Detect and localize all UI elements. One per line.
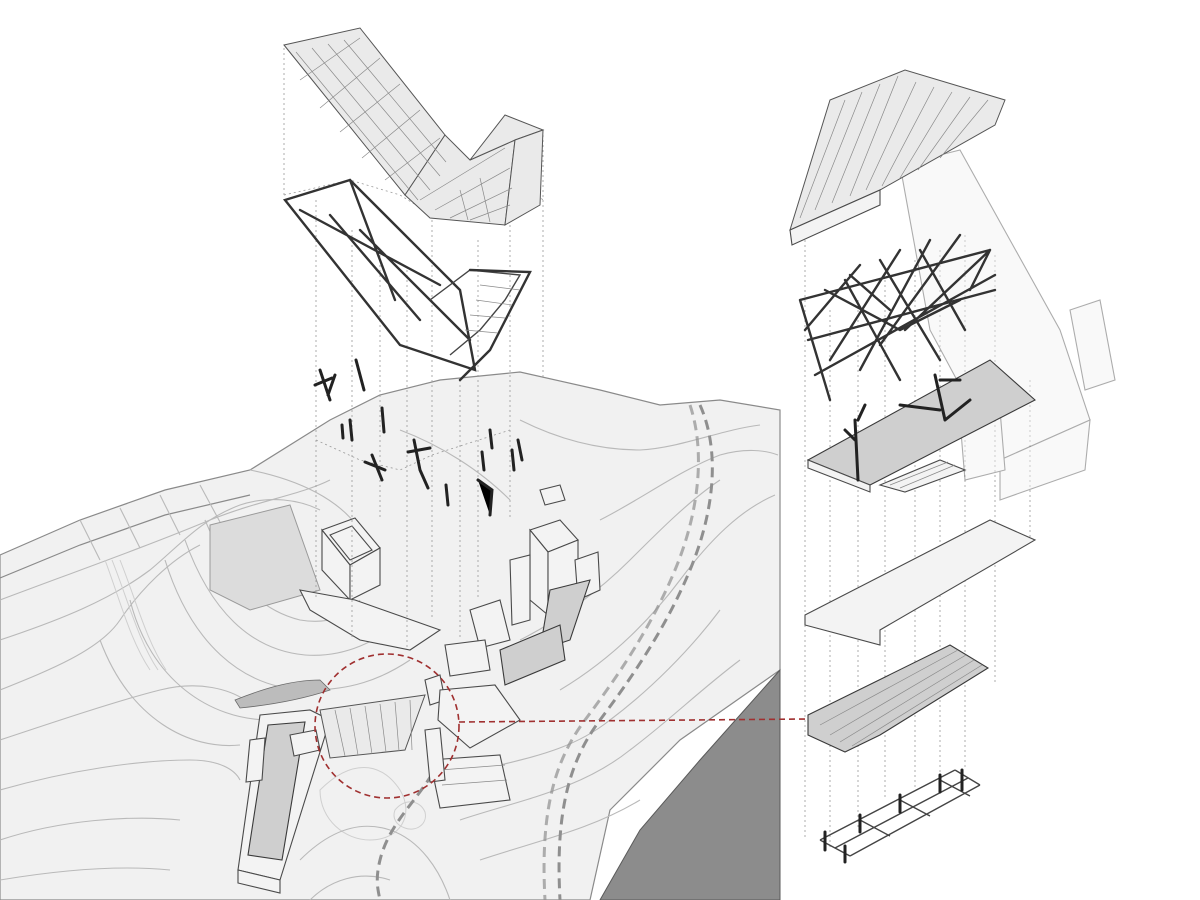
right-space-frame (798, 233, 997, 402)
right-slab-outline (804, 519, 1037, 646)
exploded-frame (282, 178, 532, 382)
column-posts (313, 358, 524, 517)
plinth (299, 589, 442, 651)
rock-ridge (234, 679, 331, 709)
detail-callout (314, 653, 809, 799)
site-road (375, 404, 714, 900)
context-building (899, 149, 1116, 501)
right-decking (807, 644, 990, 753)
callout-leader (458, 718, 809, 723)
right-exploded-stack (789, 69, 1116, 864)
right-joists (819, 768, 981, 864)
tower-cluster (444, 484, 601, 686)
cabin (321, 517, 381, 602)
exploded-roof (283, 27, 545, 226)
right-roof (789, 69, 1006, 246)
terrace-steps (79, 484, 221, 671)
site-buildings (237, 484, 601, 894)
terrain-edge (0, 494, 251, 579)
cliff-section (599, 668, 781, 900)
right-floor-plate (806, 359, 1036, 493)
callout-circle (314, 653, 460, 799)
left-exploded-stack (282, 27, 545, 650)
pavilion (424, 684, 521, 809)
long-building (237, 709, 331, 894)
pond (209, 504, 321, 611)
